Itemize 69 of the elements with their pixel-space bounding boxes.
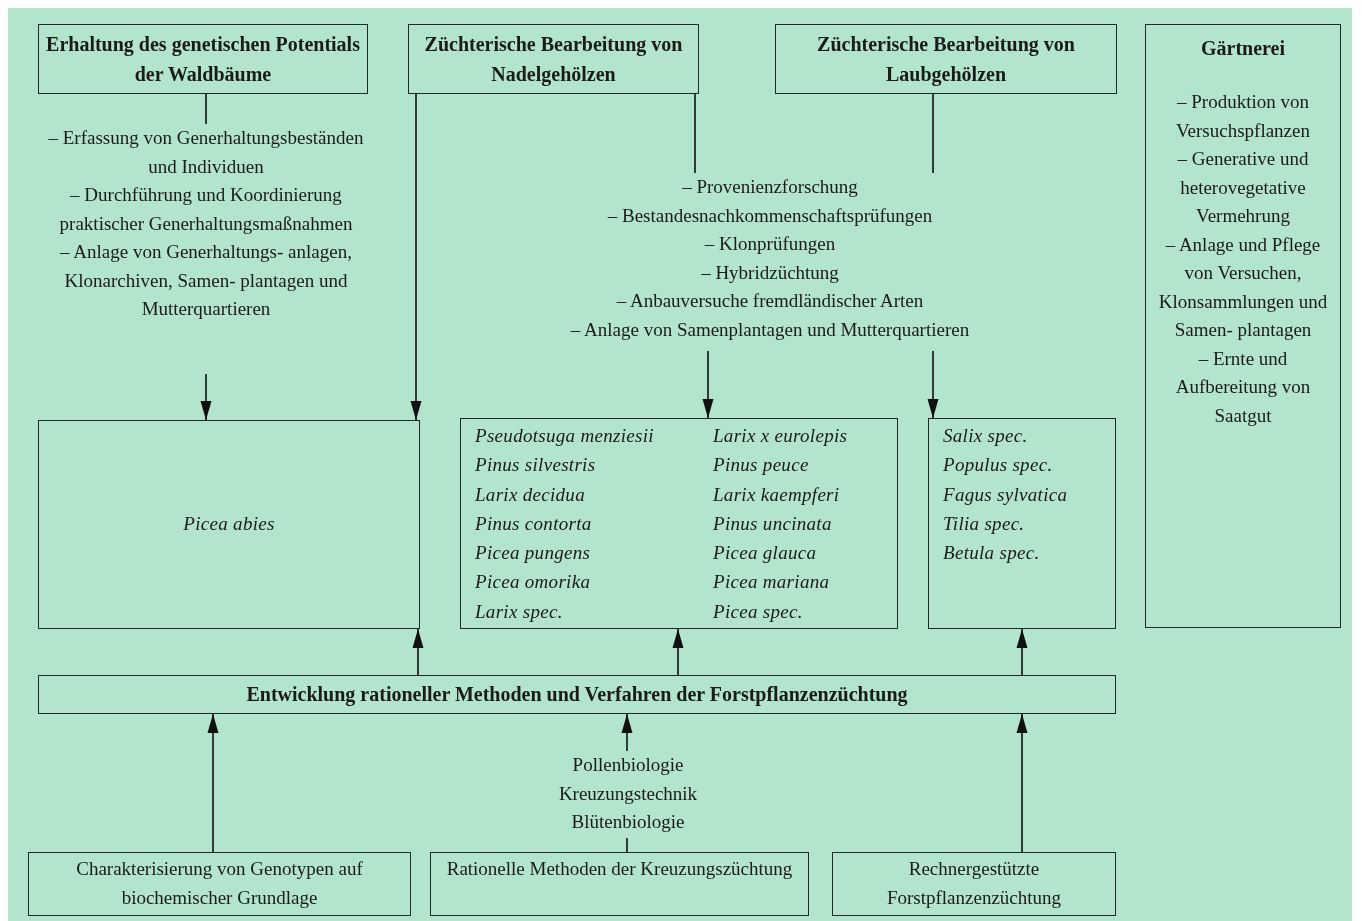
arrow — [672, 628, 684, 676]
list-item: – Bestandesnachkommenschaftsprüfungen — [607, 203, 933, 228]
list-item: – Erfassung von Generhaltungsbeständen und Individuen — [47, 126, 365, 179]
species-name: Betula spec. — [943, 541, 1040, 566]
list-item: Pollenbiologie — [572, 753, 684, 777]
species-name: Fagus sylvatica — [943, 482, 1068, 507]
list-item: – Anlage und Pflege von Versuchen, Klonsammlungen und Samen- plantagen — [1157, 232, 1329, 342]
method-box — [28, 852, 411, 916]
species-name: Pinus uncinata — [713, 511, 832, 536]
list-item: – Anlage von Generhaltungs- anlagen, Klonarchiven, Samen- plantagen und Mutterquartieren — [59, 240, 353, 321]
arrow — [412, 628, 424, 676]
species-name: Larix x eurolepis — [713, 424, 848, 448]
list-item: – Ernte und Aufbereitung von Saatgut — [1174, 346, 1312, 428]
list-item: Kreuzungstechnik — [558, 781, 698, 806]
box-title: Erhaltung des genetischen Potentials der Waldbäume — [45, 32, 361, 87]
list-item: – Klonprüfungen — [704, 232, 836, 256]
arrow — [200, 373, 212, 421]
arrow — [1016, 713, 1028, 853]
species-name: Larix spec. — [475, 599, 563, 624]
connector-line — [205, 93, 207, 125]
species-name: Picea mariana — [713, 570, 830, 595]
method-box — [430, 852, 809, 916]
arrow — [621, 713, 633, 752]
connector-line — [694, 93, 696, 174]
box-label: Rationelle Methoden der Kreuzungszüchtung — [445, 857, 794, 881]
topic-box — [775, 24, 1117, 94]
connector-line — [626, 837, 628, 853]
list-item: – Anbauversuche fremdländischer Arten — [616, 289, 924, 313]
species-box — [38, 420, 420, 629]
species-name: Picea spec. — [713, 599, 803, 624]
list-item: – Produktion von Versuchspflanzen — [1175, 90, 1311, 143]
arrow — [702, 350, 714, 419]
species-box — [928, 418, 1116, 629]
box-title: Züchterische Bearbeitung von Nadelgehölzen — [423, 32, 684, 88]
species-name: Pinus silvestris — [475, 453, 596, 478]
topic-box — [1145, 24, 1341, 628]
list-item: Blütenbiologie — [571, 810, 685, 834]
topic-box — [38, 24, 368, 94]
arrow — [207, 713, 219, 853]
method-bar — [38, 675, 1116, 714]
connector-line — [932, 93, 934, 174]
species-name: Pseudotsuga menziesii — [475, 424, 654, 448]
list-item: – Generative und heterovegetative Vermehrung — [1176, 147, 1310, 228]
species-name: Picea abies — [183, 512, 275, 537]
box-label: Rechnergestützte Forstpflanzenzüchtung — [885, 857, 1063, 910]
box-title: Gärtnerei — [1199, 36, 1286, 61]
list-item: – Durchführung und Koordinierung praktischer Generhaltungsmaßnahmen — [58, 183, 354, 236]
topic-box — [408, 24, 699, 94]
species-name: Pinus contorta — [475, 511, 592, 536]
species-name: Larix kaempferi — [713, 482, 840, 507]
list-item: – Anlage von Samenplantagen und Mutterquartieren — [570, 317, 970, 342]
method-box — [832, 852, 1116, 916]
species-name: Salix spec. — [943, 424, 1028, 448]
arrow — [410, 93, 422, 421]
box-label: Charakterisierung von Genotypen auf biochemischer Grundlage — [75, 857, 364, 910]
list-item: – Hybridzüchtung — [701, 260, 839, 285]
species-name: Picea glauca — [713, 541, 817, 566]
box-title: Züchterische Bearbeitung von Laubgehölzen — [816, 32, 1076, 88]
species-name: Pinus peuce — [713, 453, 809, 478]
species-name: Larix decidua — [475, 482, 585, 507]
arrow — [927, 350, 939, 419]
list-item: – Provenienzforschung — [682, 175, 858, 199]
species-name: Populus spec. — [943, 453, 1053, 478]
species-box — [460, 418, 898, 629]
species-name: Picea omorika — [475, 570, 591, 595]
species-name: Tilia spec. — [943, 511, 1025, 536]
arrow — [1016, 628, 1028, 676]
species-name: Picea pungens — [475, 541, 591, 566]
box-title: Entwicklung rationeller Methoden und Verfahren der Forstpflanzenzüchtung — [245, 682, 909, 708]
